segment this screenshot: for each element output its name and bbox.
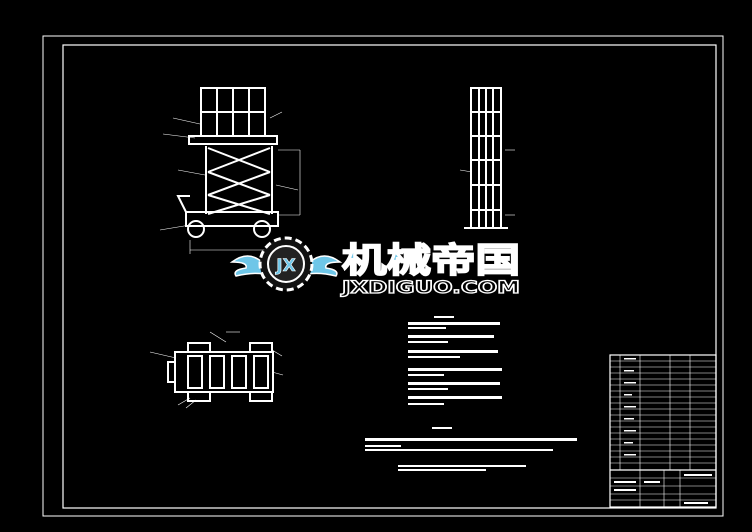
outer-frame [42, 35, 724, 517]
inner-border [62, 44, 717, 509]
parts-list-text [614, 358, 712, 504]
left-wing-icon [229, 255, 265, 277]
parts-list-table [609, 354, 717, 508]
top-view-drawing [167, 342, 274, 402]
side-view-dimensions [459, 149, 515, 216]
watermark-cn-text: 机械帝国 [342, 241, 520, 281]
technical-notes-block [365, 316, 577, 471]
right-wing-icon [307, 255, 343, 277]
watermark-en-text: JXDIGUO.COM [341, 278, 520, 298]
front-view-dimensions [159, 111, 301, 254]
front-view-drawing [176, 87, 279, 238]
top-view-dimensions [149, 331, 284, 409]
watermark-logo: JX 机械帝国 JXDIGUO.COM [229, 236, 521, 299]
gear-emblem-icon: JX [258, 236, 314, 292]
side-view-drawing [464, 87, 508, 229]
emblem-letters: JX [275, 256, 295, 276]
